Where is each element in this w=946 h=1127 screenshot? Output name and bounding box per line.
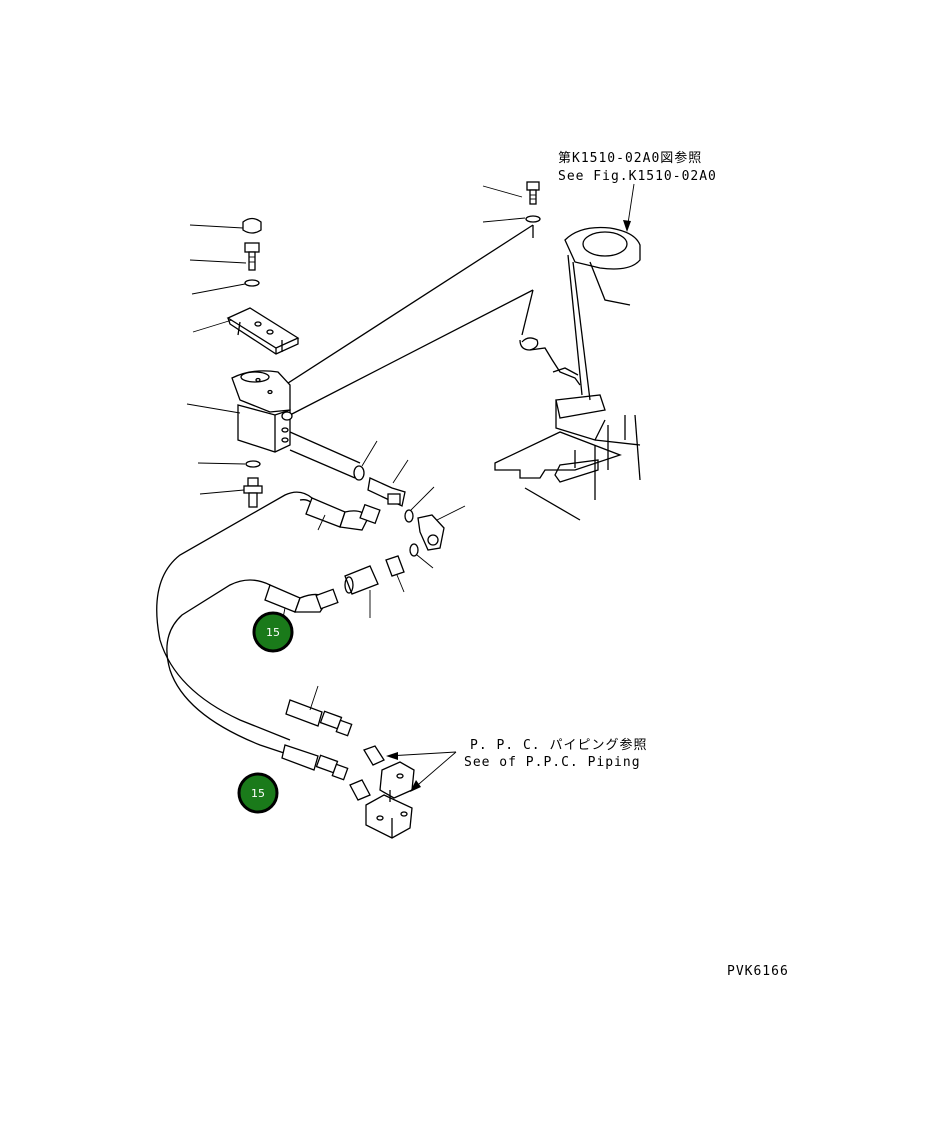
leader-hose-1 xyxy=(317,514,326,531)
leader-o-ring-mid xyxy=(410,486,435,511)
callout-label: 15 xyxy=(266,626,280,639)
leader-nipple xyxy=(199,489,245,495)
nipple-fitting xyxy=(243,477,263,508)
leader-bolt-upper-right xyxy=(482,185,523,198)
leader-o-ring xyxy=(197,462,246,465)
leader-o-ring-lower xyxy=(416,554,434,569)
washer-upper-right xyxy=(525,215,541,223)
union-fitting xyxy=(385,555,405,577)
o-ring-lower-left xyxy=(245,460,261,468)
reference-lower-en: See of P.P.C. Piping xyxy=(464,755,641,770)
leader-adapter-elbow xyxy=(436,505,466,521)
washer-left xyxy=(244,279,260,287)
hose-1 xyxy=(156,491,381,741)
elbow-fitting-upper xyxy=(367,477,406,507)
reference-lower-leader-1 xyxy=(387,751,457,757)
ppc-fitting-upper xyxy=(363,745,385,766)
ppc-block xyxy=(365,761,415,839)
valve-block xyxy=(231,370,293,453)
hose-4 xyxy=(281,744,349,781)
hose-2 xyxy=(166,579,339,756)
reference-upper-en: See Fig.K1510-02A0 xyxy=(558,169,717,184)
leader-washer-upper-right xyxy=(482,217,526,223)
reference-lower-arrowhead-1 xyxy=(386,752,398,760)
straight-pipe xyxy=(289,431,361,479)
o-ring-mid xyxy=(404,509,414,523)
hose-3 xyxy=(285,699,353,737)
callout-label: 15 xyxy=(251,787,265,800)
reference-upper-arrowhead xyxy=(623,220,631,232)
o-ring-pipe-end xyxy=(353,465,365,481)
ppc-fitting-lower xyxy=(349,779,371,801)
reference-upper-jp: 第K1510-02A0図参照 xyxy=(558,150,702,166)
bolt-left xyxy=(244,242,260,271)
drawing-code: PVK6166 xyxy=(727,964,789,979)
leader-o-ring-pipe xyxy=(361,440,378,467)
leader-valve-block xyxy=(186,403,241,414)
leader-bolt-left xyxy=(189,259,247,264)
o-ring-lower xyxy=(409,543,419,557)
callout-badge: 15 xyxy=(237,772,279,814)
reference-lower-leader-2 xyxy=(411,751,457,791)
leader-cap xyxy=(189,224,244,229)
cap xyxy=(242,217,262,234)
callout-badge: 15 xyxy=(252,611,294,653)
frame-structure xyxy=(494,226,641,521)
leader-washer-left xyxy=(191,283,246,295)
leader-bracket xyxy=(192,319,233,333)
adapter-elbow xyxy=(417,514,445,551)
reference-lower-jp: P. P. C. パイピング参照 xyxy=(470,737,647,753)
leader-union xyxy=(396,574,405,593)
reference-lower-arrowhead-2 xyxy=(410,780,421,792)
leader-elbow-upper xyxy=(392,459,409,484)
mounting-bracket xyxy=(226,307,300,355)
bolt-upper-right xyxy=(526,181,540,205)
rail-lines xyxy=(284,224,534,416)
nut-fitting xyxy=(344,565,379,595)
leader-hose-3 xyxy=(309,685,319,711)
